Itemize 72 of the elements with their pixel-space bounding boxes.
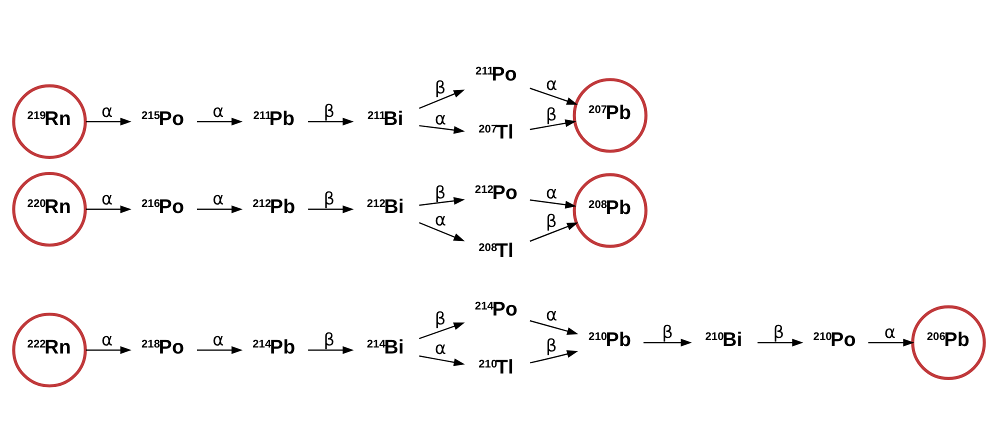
- edge-label: α: [101, 189, 113, 210]
- edge-label: α: [434, 338, 446, 359]
- arrow: [419, 196, 465, 206]
- arrow: [308, 117, 354, 126]
- arrow: [419, 89, 465, 108]
- arrow: [530, 320, 578, 334]
- edge-label: α: [434, 108, 446, 129]
- node-circle: $^{220}$Rn: [12, 171, 87, 246]
- edge-label: α: [212, 101, 224, 122]
- edge-label: α: [434, 210, 446, 230]
- edge-label: β: [546, 211, 557, 232]
- node-text: $^{218}$Po: [142, 336, 184, 358]
- edge-label: β: [546, 105, 557, 126]
- arrow: [419, 124, 465, 134]
- arrow: [530, 87, 578, 104]
- edge-label: α: [546, 74, 558, 94]
- node-text: $^{216}$Po: [142, 195, 184, 218]
- arrow: [419, 222, 465, 241]
- node-circle: $^{222}$Rn: [12, 312, 87, 387]
- arrow: [308, 204, 354, 213]
- node-circle: $^{207}$Pb: [572, 78, 648, 152]
- edge-label: α: [546, 182, 558, 203]
- edge-label: α: [101, 330, 113, 350]
- arrow: [86, 204, 132, 213]
- arrow: [868, 338, 914, 346]
- edge-label: α: [101, 101, 113, 122]
- edge-label: β: [324, 189, 335, 210]
- node-circle: $^{208}$Pb: [572, 172, 648, 248]
- edge-label: α: [884, 322, 896, 342]
- node-text: $^{214}$Po: [474, 298, 518, 320]
- node-text: $^{212}$Pb: [252, 195, 296, 218]
- node-text: $^{211}$Po: [476, 63, 517, 86]
- node-text: $^{210}$Pb: [588, 328, 632, 351]
- edge-label: β: [434, 308, 446, 329]
- node-text: $^{208}$Tl: [478, 240, 514, 262]
- node-text: $^{210}$Bi: [705, 328, 742, 351]
- node-circle: $^{206}$Pb: [911, 304, 986, 380]
- arrow: [419, 322, 465, 339]
- arrow: [419, 354, 465, 366]
- arrow: [86, 346, 132, 354]
- node-text: $^{212}$Po: [474, 182, 518, 204]
- node-text: $^{214}$Pb: [252, 336, 296, 358]
- edge-label: α: [212, 189, 224, 210]
- node-text: $^{210}$Tl: [478, 356, 514, 378]
- node-text: $^{212}$Bi: [366, 195, 404, 218]
- edge-label: β: [324, 101, 335, 122]
- node-text: $^{211}$Pb: [253, 108, 295, 130]
- edge-label: β: [773, 322, 784, 342]
- edge-label: α: [546, 305, 558, 326]
- arrow: [530, 198, 576, 208]
- arrow: [196, 204, 243, 213]
- edge-label: β: [434, 78, 446, 98]
- edge-label: β: [434, 182, 446, 203]
- edge-label: β: [546, 336, 557, 356]
- arrow: [308, 346, 354, 354]
- arrow: [196, 117, 243, 126]
- arrow: [644, 338, 692, 346]
- arrow: [196, 346, 243, 354]
- arrow: [530, 222, 578, 242]
- node-text: $^{215}$Po: [142, 108, 184, 130]
- node-text: $^{207}$Tl: [478, 121, 514, 144]
- node-text: $^{211}$Bi: [367, 108, 404, 130]
- arrow: [530, 118, 576, 130]
- edge-label: β: [662, 322, 674, 342]
- arrow: [758, 338, 804, 346]
- arrow: [86, 117, 132, 126]
- edge-label: α: [212, 330, 224, 350]
- node-circle: $^{219}$Rn: [12, 84, 87, 158]
- arrow: [530, 350, 578, 363]
- node-text: $^{210}$Po: [813, 328, 856, 351]
- node-text: $^{214}$Bi: [366, 336, 404, 358]
- edge-label: β: [324, 330, 335, 350]
